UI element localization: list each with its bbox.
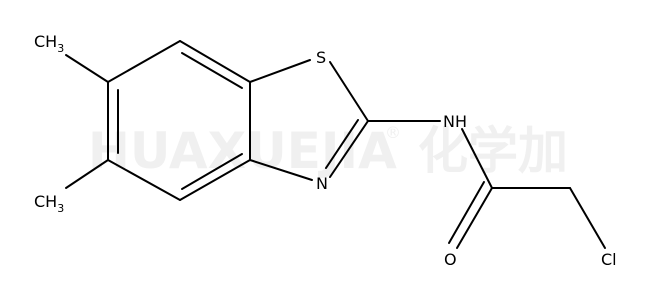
bond-c7-c6 [107, 40, 181, 83]
nitrogen-ring-label: N [316, 174, 328, 193]
watermark-latin: HUAXUEJIA [88, 122, 397, 180]
bond-c7a-s [249, 59, 311, 83]
bond-c2-n [329, 120, 369, 178]
methyl-bottom-sub: 3 [57, 202, 64, 215]
amine-label: NH [443, 112, 467, 131]
bond-c5-methyl [65, 159, 109, 189]
bond-c2-n-double [325, 119, 359, 169]
bond-s-c2 [329, 61, 369, 122]
atom-labels: CH3 CH3 S N NH O Cl [34, 32, 617, 269]
watermark: HUAXUEJIA ® 化学加 [88, 122, 568, 180]
watermark-chinese: 化学加 [418, 122, 568, 180]
bond-ch2-cl [569, 187, 606, 249]
methyl-top-sub: 3 [57, 42, 64, 55]
chlorine-label: Cl [601, 250, 617, 269]
bond-inner-c4-c3a [181, 153, 243, 190]
watermark-registered: ® [385, 123, 401, 142]
oxygen-label: O [444, 250, 457, 269]
bond-c4-c3a [179, 159, 251, 201]
bond-carbonyl-o [456, 187, 493, 249]
bond-c6-methyl [65, 54, 109, 83]
bonds [65, 40, 606, 249]
bond-n-c3a [249, 159, 313, 181]
bond-c5-c4 [107, 159, 181, 201]
sulfur-label: S [316, 48, 326, 67]
bond-inner-c7a-c7 [181, 52, 243, 89]
methyl-top-main: CH [34, 32, 57, 51]
methyl-bottom-main: CH [34, 192, 57, 211]
methyl-top-label: CH3 [34, 32, 64, 55]
bond-c7a-c7 [179, 40, 251, 83]
bond-carbonyl-o-double [448, 181, 485, 244]
methyl-bottom-label: CH3 [34, 192, 64, 215]
bond-nh-carbonyl [461, 128, 493, 189]
